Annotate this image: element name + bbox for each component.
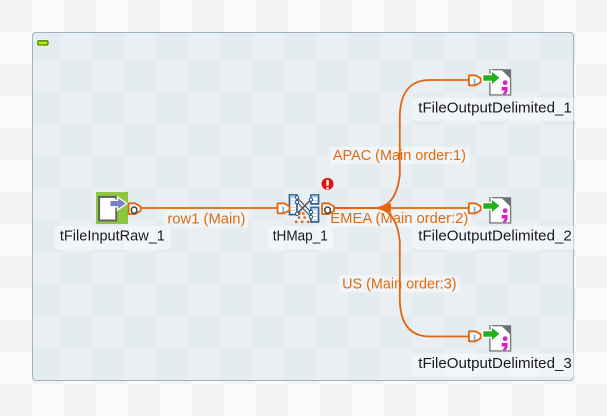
svg-text:EMEA (Main order:2): EMEA (Main order:2) <box>330 210 468 227</box>
svg-text:tFileOutputDelimited_2: tFileOutputDelimited_2 <box>418 227 572 244</box>
svg-text:tFileOutputDelimited_3: tFileOutputDelimited_3 <box>418 355 572 372</box>
svg-text:row1 (Main): row1 (Main) <box>167 210 245 227</box>
svg-text:tFileInputRaw_1: tFileInputRaw_1 <box>60 227 165 244</box>
svg-text:APAC (Main order:1): APAC (Main order:1) <box>333 147 466 164</box>
svg-text:tFileOutputDelimited_1: tFileOutputDelimited_1 <box>418 99 572 116</box>
svg-text:US (Main order:3): US (Main order:3) <box>342 275 457 292</box>
svg-text:tHMap_1: tHMap_1 <box>273 227 328 244</box>
